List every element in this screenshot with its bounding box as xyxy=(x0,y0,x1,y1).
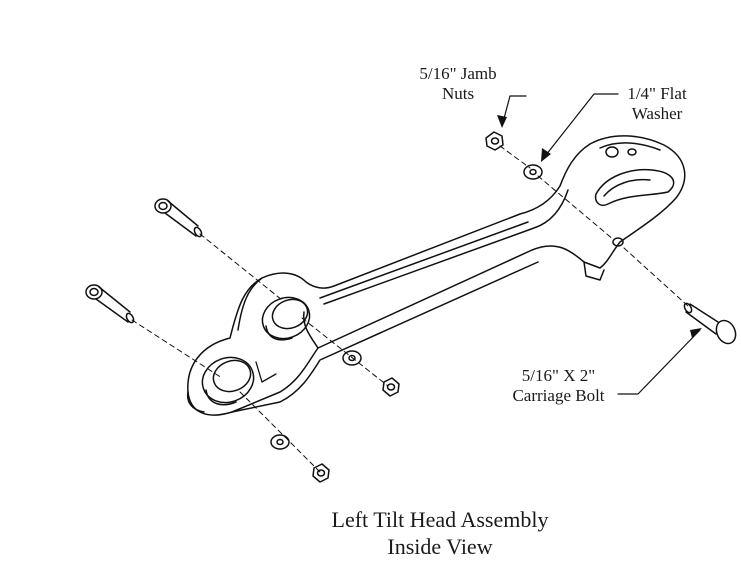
callout-carriage-bolt-line1: 5/16" X 2" xyxy=(521,366,596,385)
carriage-bolt xyxy=(683,302,737,345)
flat-washer xyxy=(523,164,543,180)
callout-carriage-bolt-line2: Carriage Bolt xyxy=(512,386,605,405)
callout-flat-washer: 1/4" Flat Washer xyxy=(612,84,702,124)
nut-middle xyxy=(382,377,400,397)
leader-arrowheads xyxy=(497,115,702,338)
hex-bolt-lower xyxy=(85,284,135,324)
callout-jamb-nuts-line1: 5/16" Jamb xyxy=(419,64,497,83)
nut-lower xyxy=(312,463,330,483)
caption-title: Left Tilt Head Assembly xyxy=(331,507,549,532)
assembly-lines xyxy=(131,145,689,473)
jamb-nut xyxy=(485,131,504,151)
caption-subtitle: Inside View xyxy=(387,534,493,559)
callout-jamb-nuts-line2: Nuts xyxy=(441,84,475,103)
leader-lines xyxy=(501,93,701,395)
washer-middle xyxy=(342,350,362,366)
washer-lower xyxy=(270,434,290,450)
callout-flat-washer-line2: Washer xyxy=(631,104,683,123)
callout-flat-washer-line1: 1/4" Flat xyxy=(627,84,687,103)
callout-jamb-nuts: 5/16" Jamb Nuts xyxy=(398,64,518,104)
hex-bolt-upper xyxy=(154,198,203,238)
tilt-head-arm xyxy=(186,135,686,416)
callout-carriage-bolt: 5/16" X 2" Carriage Bolt xyxy=(496,366,621,406)
